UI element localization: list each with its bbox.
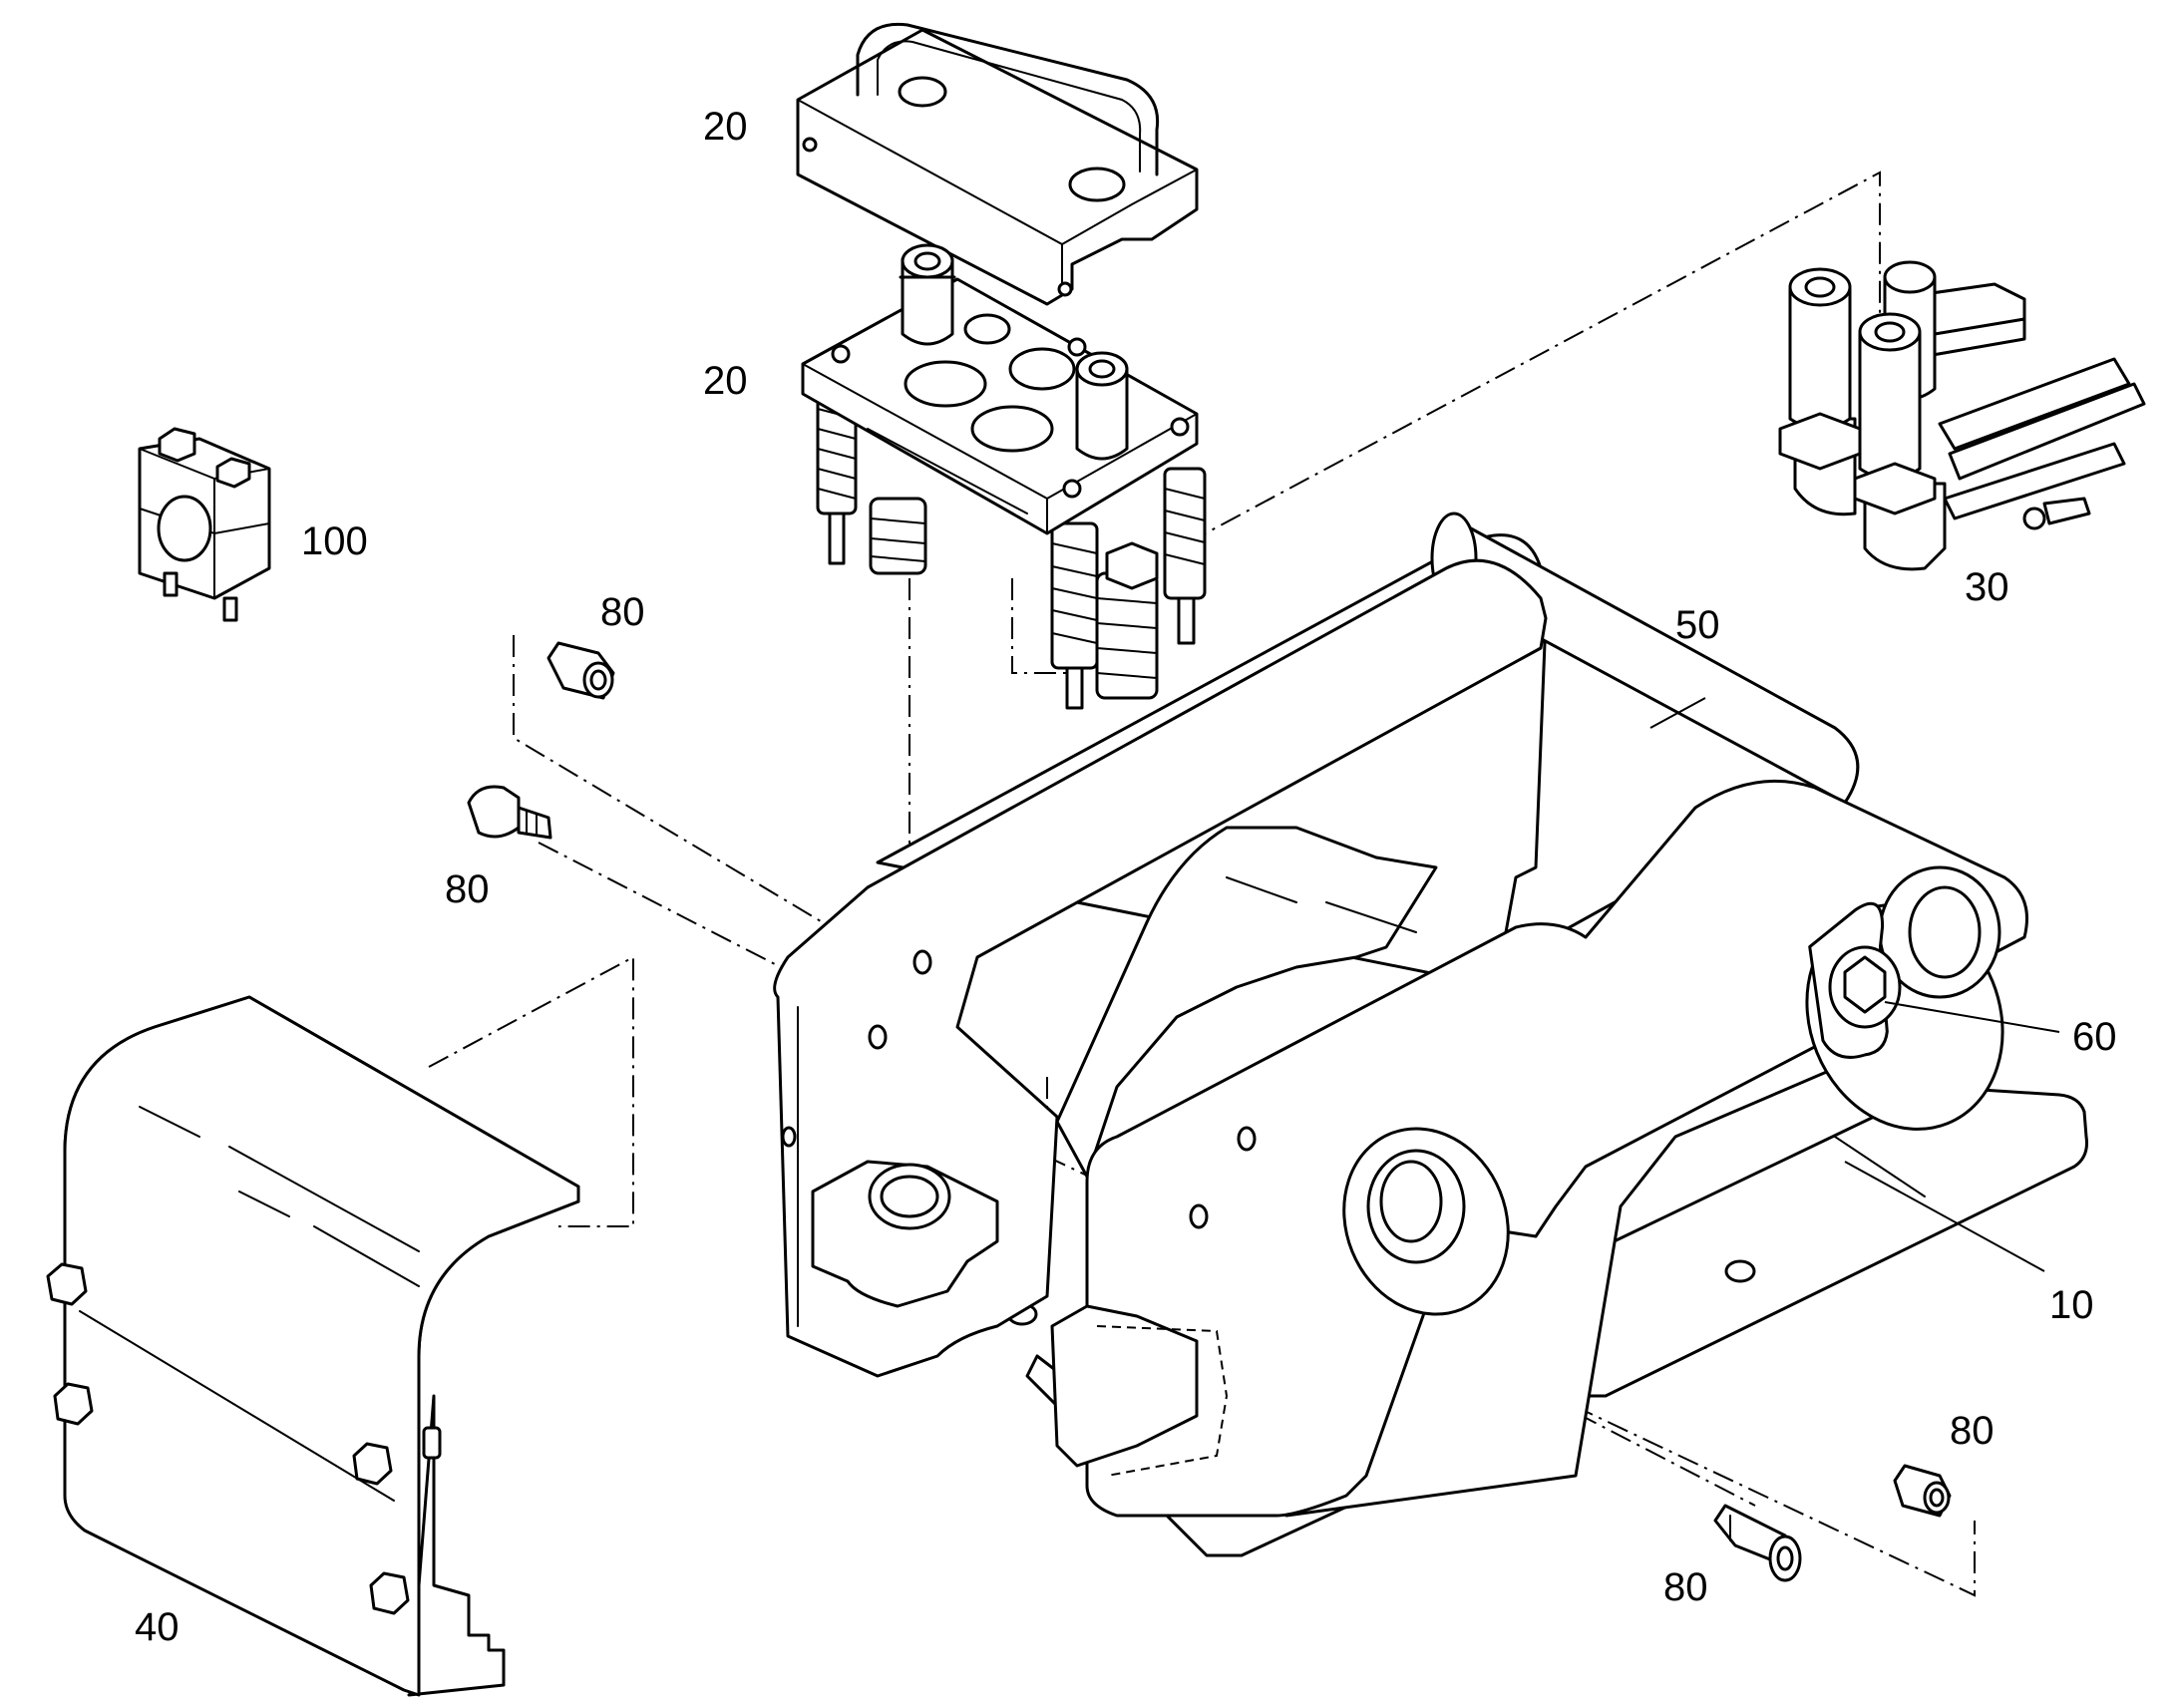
- callout-40: 40: [135, 1605, 180, 1649]
- coupling-block: [801, 243, 1207, 710]
- pin-lock-bolt: [1828, 945, 1902, 1029]
- leader-lines: [1649, 697, 2060, 1272]
- callout-20-cover: 20: [703, 105, 748, 149]
- quick-coupler-frame: [773, 512, 2088, 1557]
- callout-20-block: 20: [703, 359, 748, 403]
- callout-100: 100: [301, 519, 368, 563]
- callout-10: 10: [2049, 1283, 2094, 1327]
- plate-cover: [796, 22, 1199, 306]
- hose-assembly: [1778, 260, 2146, 571]
- callout-80-sleeve-lower: 80: [1950, 1409, 1995, 1453]
- bolt-lower: [1713, 1504, 1802, 1582]
- sleeve-upper: [546, 641, 615, 700]
- callout-50: 50: [1675, 603, 1720, 647]
- callout-labels: 20 20 100 80 80 30 50 60 10 40 80 80: [135, 105, 2117, 1649]
- guard-cover: [46, 995, 580, 1697]
- callout-80-sleeve-upper: 80: [600, 590, 645, 634]
- bolt-upper: [467, 785, 552, 840]
- sleeve-lower: [1893, 1464, 1952, 1518]
- pipe-clamp: [138, 427, 271, 622]
- callout-80-bolt-lower: 80: [1663, 1565, 1708, 1609]
- callout-60: 60: [2072, 1015, 2117, 1059]
- callout-30: 30: [1965, 565, 2009, 609]
- callout-80-bolt-upper: 80: [445, 867, 490, 911]
